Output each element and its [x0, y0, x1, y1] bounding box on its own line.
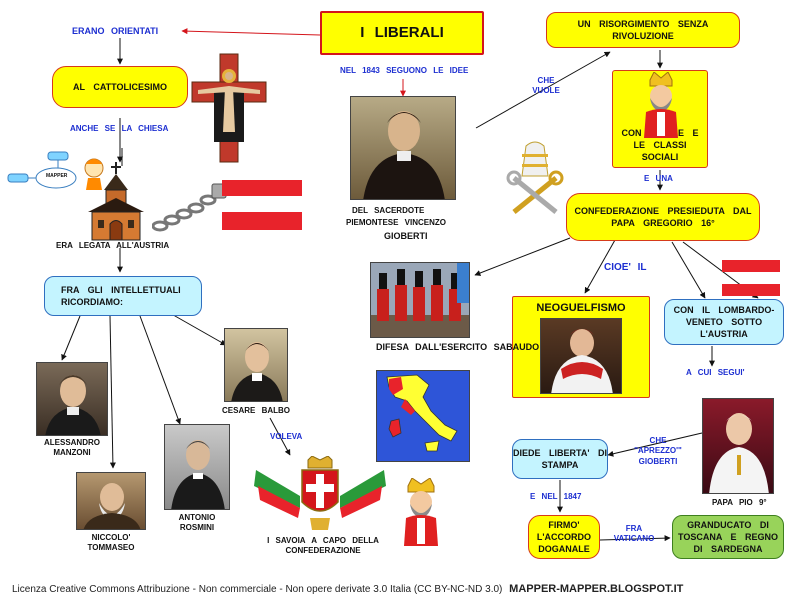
- caption-tommaseo: NICCOLO' TOMMASEO: [87, 533, 135, 553]
- papal-keys-icon: [504, 140, 566, 216]
- label-che-apprezzo: CHE "APREZZO'" GIOBERTI: [634, 436, 682, 466]
- label-e-nel-1847: E NEL 1847: [530, 492, 582, 501]
- node-liberta-stampa[interactable]: DIEDE LIBERTA' DI STAMPA: [512, 439, 608, 479]
- site-link[interactable]: MAPPER-MAPPER.BLOGSPOT.IT: [509, 583, 684, 595]
- portrait-gioberti-icon: [363, 111, 445, 199]
- title-text: I LIBERALI: [360, 23, 444, 41]
- node-cattolicesimo[interactable]: AL CATTOLICESIMO: [52, 66, 188, 108]
- portrait-gioberti: [350, 96, 456, 200]
- crucifix-icon: [190, 52, 268, 164]
- label-che-vuole: CHE VUOLE: [532, 76, 560, 96]
- caption-gioberti-3: GIOBERTI: [384, 231, 428, 241]
- portrait-rosmini: [164, 424, 230, 510]
- label-cioe-il: CIOE' IL: [604, 262, 647, 273]
- army-photo: [370, 262, 470, 338]
- caption-gioberti-1: DEL SACERDOTE: [352, 206, 425, 215]
- node-firmo[interactable]: FIRMO' L'ACCORDO DOGANALE: [528, 515, 600, 559]
- caption-gioberti-2: PIEMONTESE VINCENZO: [346, 218, 447, 227]
- label-a-cui-segui: A CUI SEGUI': [686, 368, 745, 377]
- label-fra-vaticano: FRA VATICANO: [613, 524, 655, 544]
- king-icon-2: [396, 477, 446, 546]
- caption-manzoni: ALESSANDRO MANZONI: [43, 438, 100, 458]
- caption-balbo: CESARE BALBO: [222, 406, 291, 415]
- label-nel-1843: NEL 1843 SEGUONO LE IDEE: [340, 66, 469, 75]
- italy-map-icon: [376, 370, 470, 462]
- portrait-tommaseo: [76, 472, 146, 530]
- mapper-badge: MAPPER: [46, 173, 68, 179]
- austria-flag-icon-2: [722, 260, 780, 296]
- label-voleva: VOLEVA: [270, 432, 303, 441]
- mapper-logo-icon: MAPPER: [6, 150, 112, 192]
- node-intellettuali[interactable]: FRA GLI INTELLETTUALI RICORDIAMO:: [44, 276, 202, 316]
- label-erano-orientati: ERANO ORIENTATI: [72, 26, 159, 36]
- portrait-balbo: [224, 328, 288, 402]
- savoy-crest-icon: [250, 455, 390, 534]
- caption-pio-ix: PAPA PIO 9°: [712, 498, 767, 507]
- license-text: Licenza Creative Commons Attribuzione - …: [12, 584, 503, 595]
- portrait-gregorio: [540, 318, 622, 394]
- austria-flag-icon: [222, 180, 302, 234]
- caption-rosmini: ANTONIO ROSMINI: [178, 513, 216, 533]
- node-lombardo-veneto[interactable]: CON IL LOMBARDO-VENETO SOTTO L'AUSTRIA: [664, 299, 784, 345]
- caption-savoia: I SAVOIA A CAPO DELLA CONFEDERAZIONE: [267, 536, 379, 556]
- caption-difesa: DIFESA DALL'ESERCITO SABAUDO: [376, 342, 540, 352]
- label-anche-chiesa: ANCHE SE LA CHIESA: [70, 124, 169, 133]
- chain-icon: [151, 176, 230, 236]
- label-legata-austria: ERA LEGATA ALL'AUSTRIA: [56, 241, 170, 250]
- footer: Licenza Creative Commons Attribuzione - …: [12, 583, 683, 595]
- node-risorgimento[interactable]: UN RISORGIMENTO SENZA RIVOLUZIONE: [546, 12, 740, 48]
- title-node[interactable]: I LIBERALI: [320, 11, 484, 55]
- label-e-una: E UNA: [644, 174, 673, 183]
- portrait-manzoni: [36, 362, 108, 436]
- church-icon: [86, 162, 156, 242]
- node-granducato[interactable]: GRANDUCATO DI TOSCANA E REGNO DI SARDEGN…: [672, 515, 784, 559]
- portrait-pio-ix: [702, 398, 774, 494]
- node-confederazione[interactable]: CONFEDERAZIONE PRESIEDUTA DAL PAPA GREGO…: [566, 193, 760, 241]
- king-icon: [636, 71, 686, 138]
